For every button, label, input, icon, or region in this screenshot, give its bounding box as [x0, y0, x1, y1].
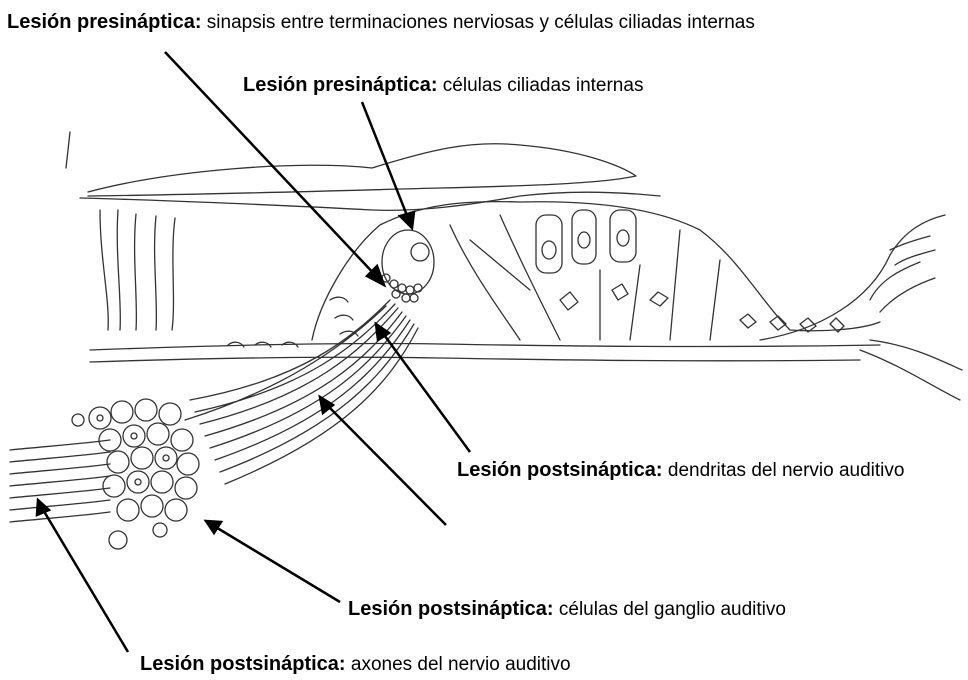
label-dendrites-text: dendritas del nervio auditivo — [668, 460, 905, 481]
outer-hair-cell-1 — [536, 215, 562, 273]
label-synapse-key: Lesión presináptica: — [7, 11, 202, 33]
axon-fibers — [10, 440, 110, 522]
label-inner-hair-cells-key: Lesión presináptica: — [243, 74, 438, 96]
tectorial-membrane — [88, 144, 636, 196]
arrow-dendrites-2 — [326, 404, 446, 525]
label-axons-key: Lesión postsináptica: — [140, 653, 346, 675]
label-dendrites-key: Lesión postsináptica: — [457, 459, 663, 481]
label-ganglion-cells: Lesión postsináptica: células del gangli… — [348, 597, 786, 622]
supporting-cells — [560, 284, 844, 332]
label-synapse-text: sinapsis entre terminaciones nerviosas y… — [207, 12, 755, 33]
spiral-ganglion — [72, 399, 199, 549]
label-axons: Lesión postsináptica: axones del nervio … — [140, 652, 571, 677]
inner-hair-cell-nucleus — [411, 243, 429, 261]
label-ganglion-cells-text: células del ganglio auditivo — [559, 599, 786, 620]
spiral-ligament-lower — [860, 340, 962, 400]
left-margin-stroke — [66, 132, 70, 168]
arrow-ganglion — [214, 526, 340, 602]
label-dendrites: Lesión postsináptica: dendritas del nerv… — [457, 458, 947, 483]
limbus-arcs — [100, 210, 175, 330]
pillar-cells — [450, 215, 720, 340]
inner-sulcus-cells — [228, 297, 358, 347]
label-synapse: Lesión presináptica: sinapsis entre term… — [7, 10, 755, 35]
basilar-membrane-lower — [90, 357, 860, 362]
outer-hair-cell-2 — [572, 210, 596, 264]
arrow-dendrites-1 — [382, 332, 470, 452]
outer-hair-cell-3 — [610, 210, 636, 262]
basilar-membrane — [90, 343, 880, 350]
label-ganglion-cells-key: Lesión postsináptica: — [348, 598, 554, 620]
arrow-axons — [42, 508, 128, 652]
spiral-ligament — [760, 215, 945, 340]
label-inner-hair-cells-text: células ciliadas internas — [443, 75, 644, 96]
label-axons-text: axones del nervio auditivo — [351, 654, 571, 675]
label-inner-hair-cells: Lesión presináptica: células ciliadas in… — [243, 73, 643, 98]
